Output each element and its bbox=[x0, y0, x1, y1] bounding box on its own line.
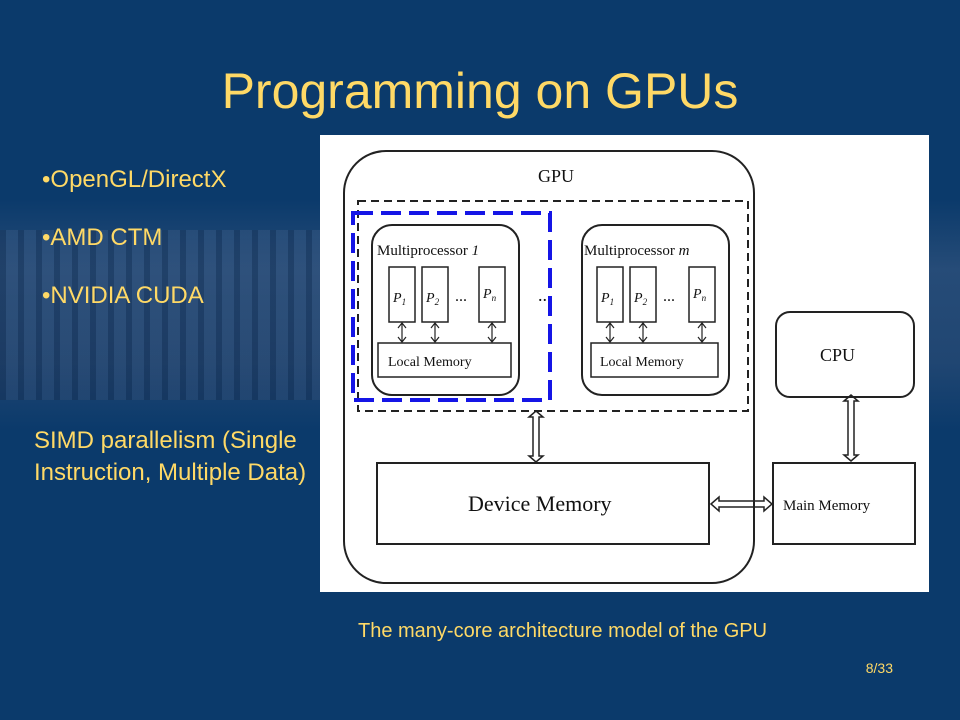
diagram-caption: The many-core architecture model of the … bbox=[358, 620, 768, 642]
local-memory-m-label: Local Memory bbox=[600, 355, 684, 370]
cpu-box bbox=[775, 311, 915, 398]
simd-description: SIMD parallelism (Single Instruction, Mu… bbox=[34, 427, 307, 486]
processor-p2-box bbox=[421, 266, 449, 323]
gpu-architecture-diagram: GPU Multiprocessor 1 P1 P2 ... Pn Local … bbox=[320, 135, 929, 592]
background-building-image bbox=[0, 230, 330, 400]
local-memory-m-box bbox=[590, 342, 719, 378]
slide-title: Programming on GPUs bbox=[221, 63, 739, 119]
processor-m-pn-label: Pn bbox=[692, 287, 707, 303]
cpu-label: CPU bbox=[820, 345, 855, 365]
page-number: 8/33 bbox=[865, 660, 893, 676]
gpu-outer-box bbox=[343, 150, 755, 584]
processor-m-memory-arrows bbox=[605, 322, 707, 343]
processor-p1-label: P1 bbox=[392, 291, 406, 307]
simd-highlight-box bbox=[351, 211, 552, 402]
processor-pn-label: Pn bbox=[482, 287, 497, 303]
bullet-amd-ctm: •AMD CTM bbox=[42, 224, 163, 251]
device-memory-arrow bbox=[526, 410, 546, 463]
main-memory-box bbox=[772, 462, 916, 545]
cpu-main-memory-arrow bbox=[841, 394, 861, 462]
multiprocessor-m-box bbox=[581, 224, 730, 396]
processor-pn-box bbox=[478, 266, 506, 323]
multiprocessor-1-box bbox=[371, 224, 520, 396]
processor-m-p1-label: P1 bbox=[600, 291, 614, 307]
processor-m-pn-box bbox=[688, 266, 716, 323]
main-memory-label: Main Memory bbox=[783, 498, 871, 514]
processor-p2-label: P2 bbox=[425, 291, 440, 307]
gpu-label: GPU bbox=[538, 166, 574, 186]
device-main-memory-arrow bbox=[709, 495, 774, 513]
multiprocessor-m-label: Multiprocessor m bbox=[584, 243, 690, 259]
device-memory-box bbox=[376, 462, 710, 545]
device-memory-label: Device Memory bbox=[468, 491, 612, 516]
bullet-list: •OpenGL/DirectX •AMD CTM •NVIDIA CUDA bbox=[42, 160, 226, 334]
local-memory-1-label: Local Memory bbox=[388, 355, 472, 370]
processor-m-p1-box bbox=[596, 266, 624, 323]
bullet-opengl: •OpenGL/DirectX bbox=[42, 166, 227, 193]
processor-m-p2-label: P2 bbox=[633, 291, 648, 307]
multiprocessor-1-label: Multiprocessor 1 bbox=[377, 243, 479, 259]
processor-memory-arrows bbox=[397, 322, 497, 343]
processor-dots: ... bbox=[455, 288, 467, 305]
processor-m-dots: ... bbox=[663, 288, 675, 305]
processor-p1-box bbox=[388, 266, 416, 323]
bullet-nvidia-cuda: •NVIDIA CUDA bbox=[42, 282, 204, 309]
local-memory-1-box bbox=[377, 342, 512, 378]
multiprocessor-region bbox=[357, 200, 749, 412]
diagram-svg: GPU Multiprocessor 1 P1 P2 ... Pn Local … bbox=[343, 150, 916, 584]
processor-m-p2-box bbox=[629, 266, 657, 323]
